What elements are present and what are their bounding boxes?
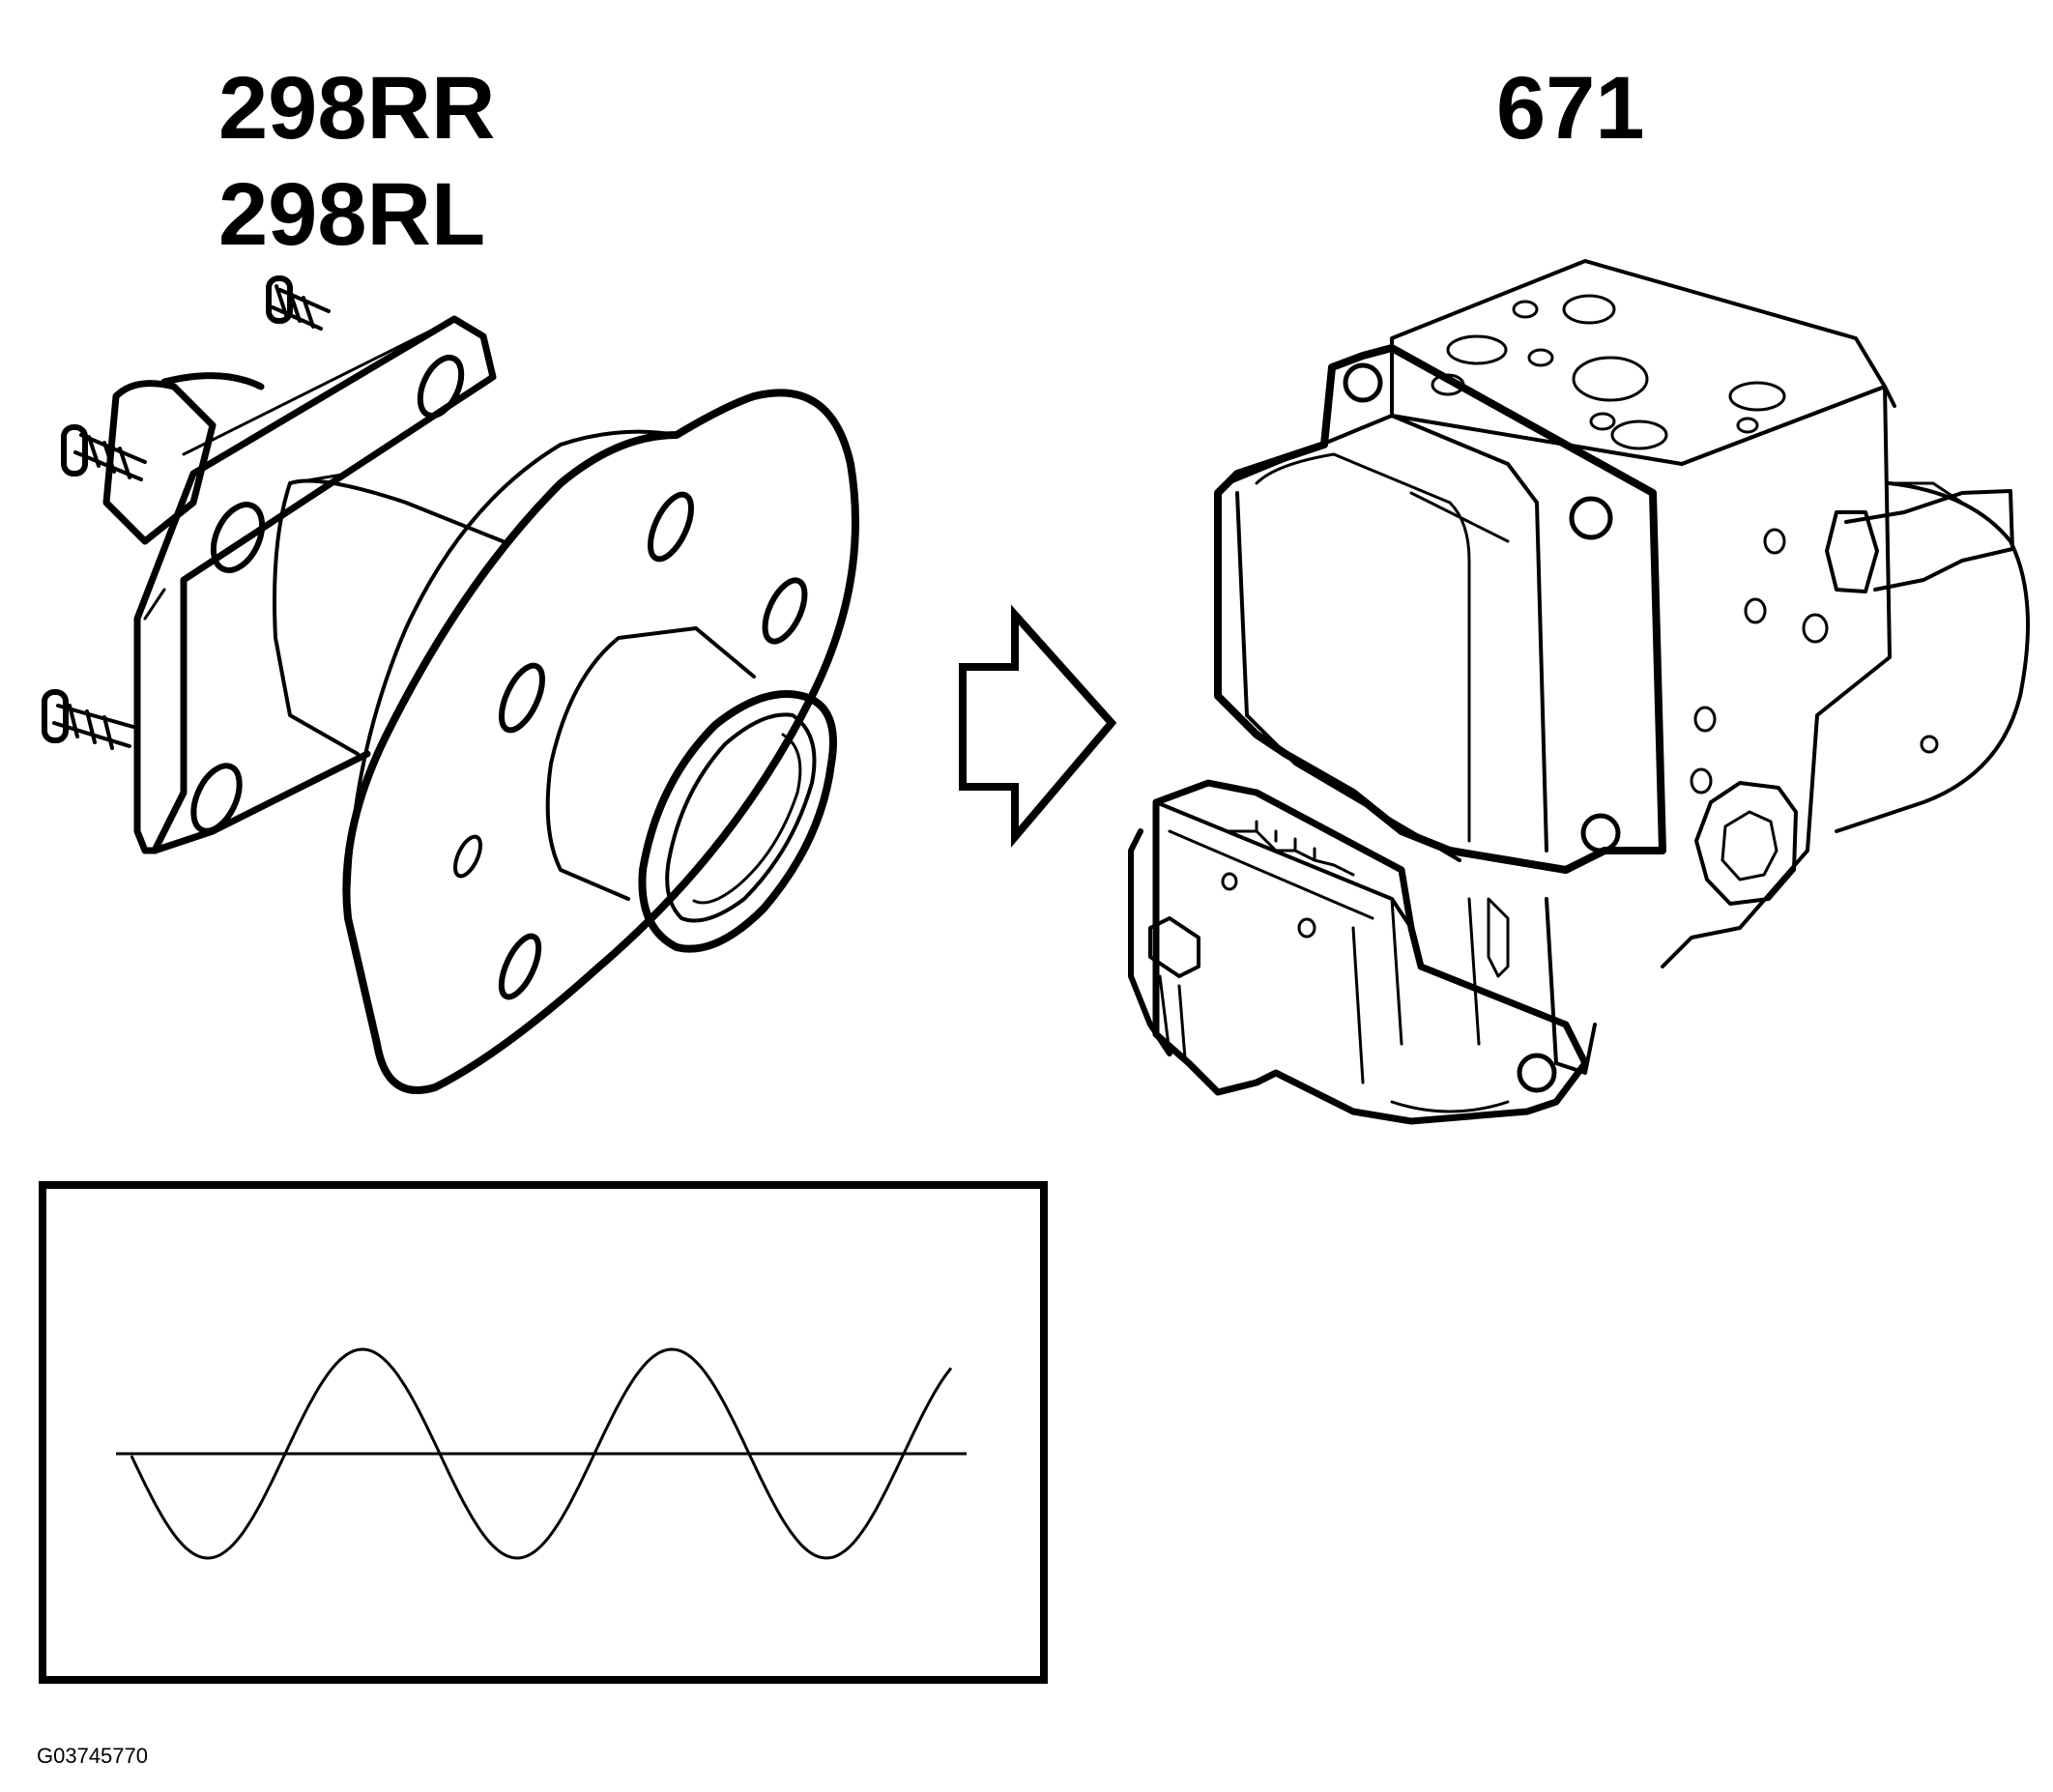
signal-panel-frame	[39, 1181, 1048, 1684]
right-arrow-icon	[959, 604, 1117, 848]
sensor-label-rear-right: 298RR	[218, 59, 496, 158]
abs-module-label: 671	[1496, 59, 1645, 158]
signal-panel	[39, 1181, 1048, 1684]
sensor-label-rear-left: 298RL	[218, 165, 486, 264]
sine-wave-signal-icon	[130, 1347, 953, 1560]
wheel-hub-bearing-icon	[42, 275, 859, 1094]
figure-id: G03745770	[37, 1744, 148, 1768]
abs-control-module-icon	[1128, 259, 2030, 1125]
